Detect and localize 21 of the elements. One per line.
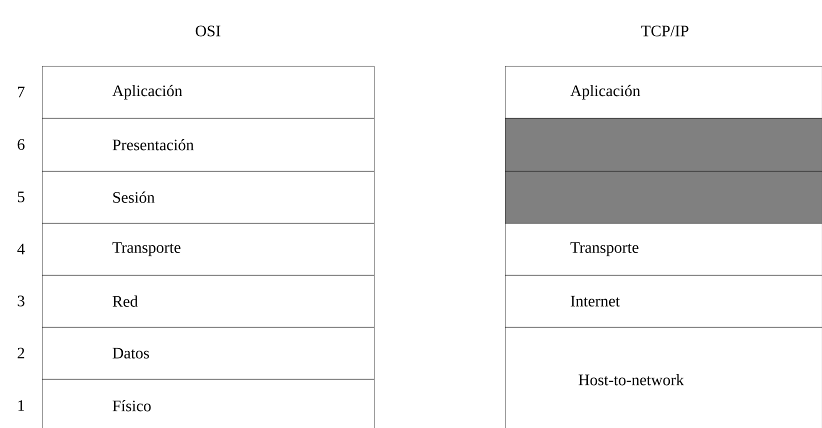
layer-box: Transporte (42, 223, 374, 276)
layer-box: Datos (42, 327, 374, 380)
column-title: TCP/IP (641, 26, 688, 36)
layer-box: Internet (505, 274, 822, 328)
layer-number: 2 (18, 348, 24, 358)
layer-box: Transporte (505, 223, 822, 276)
layer-box: Host-to-network (505, 327, 822, 428)
layer-box: Presentación (42, 118, 374, 172)
layer-number: 6 (18, 139, 25, 150)
layer-number: 4 (17, 244, 25, 254)
shaded-box (505, 171, 822, 224)
layer-number: 1 (18, 400, 24, 411)
layer-box: Sesión (42, 171, 374, 224)
column-title: OSI (196, 26, 220, 36)
layer-number: 5 (18, 192, 24, 202)
layer-box: Físico (42, 378, 374, 428)
shaded-box (505, 118, 822, 172)
layer-box: Red (42, 274, 374, 328)
layer-number: 7 (18, 86, 25, 98)
layer-box: Aplicación (42, 66, 374, 118)
layer-number: 3 (18, 296, 24, 306)
